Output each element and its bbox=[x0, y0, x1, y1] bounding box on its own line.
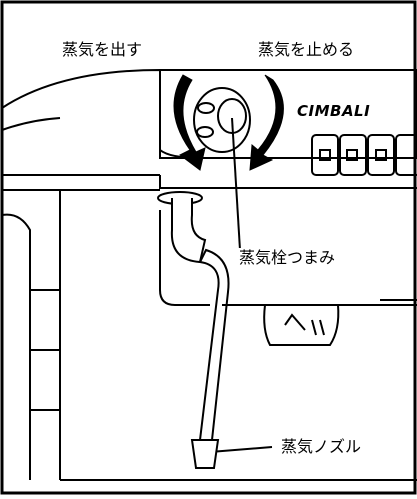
steam-knob-label: 蒸気栓つまみ bbox=[235, 248, 340, 268]
steam-nozzle-label: 蒸気ノズル bbox=[277, 437, 366, 457]
control-buttons bbox=[311, 134, 417, 176]
steam-open-label: 蒸気を出す bbox=[62, 40, 143, 59]
steam-knob bbox=[193, 87, 251, 153]
rotation-arrows bbox=[173, 74, 284, 171]
cimbali-logo: CIMBALI bbox=[297, 102, 371, 120]
steam-wand bbox=[157, 191, 230, 469]
machine-lower-body bbox=[1, 190, 417, 481]
steam-close-label: 蒸気を止める bbox=[258, 40, 355, 59]
leader-lines bbox=[209, 117, 273, 453]
